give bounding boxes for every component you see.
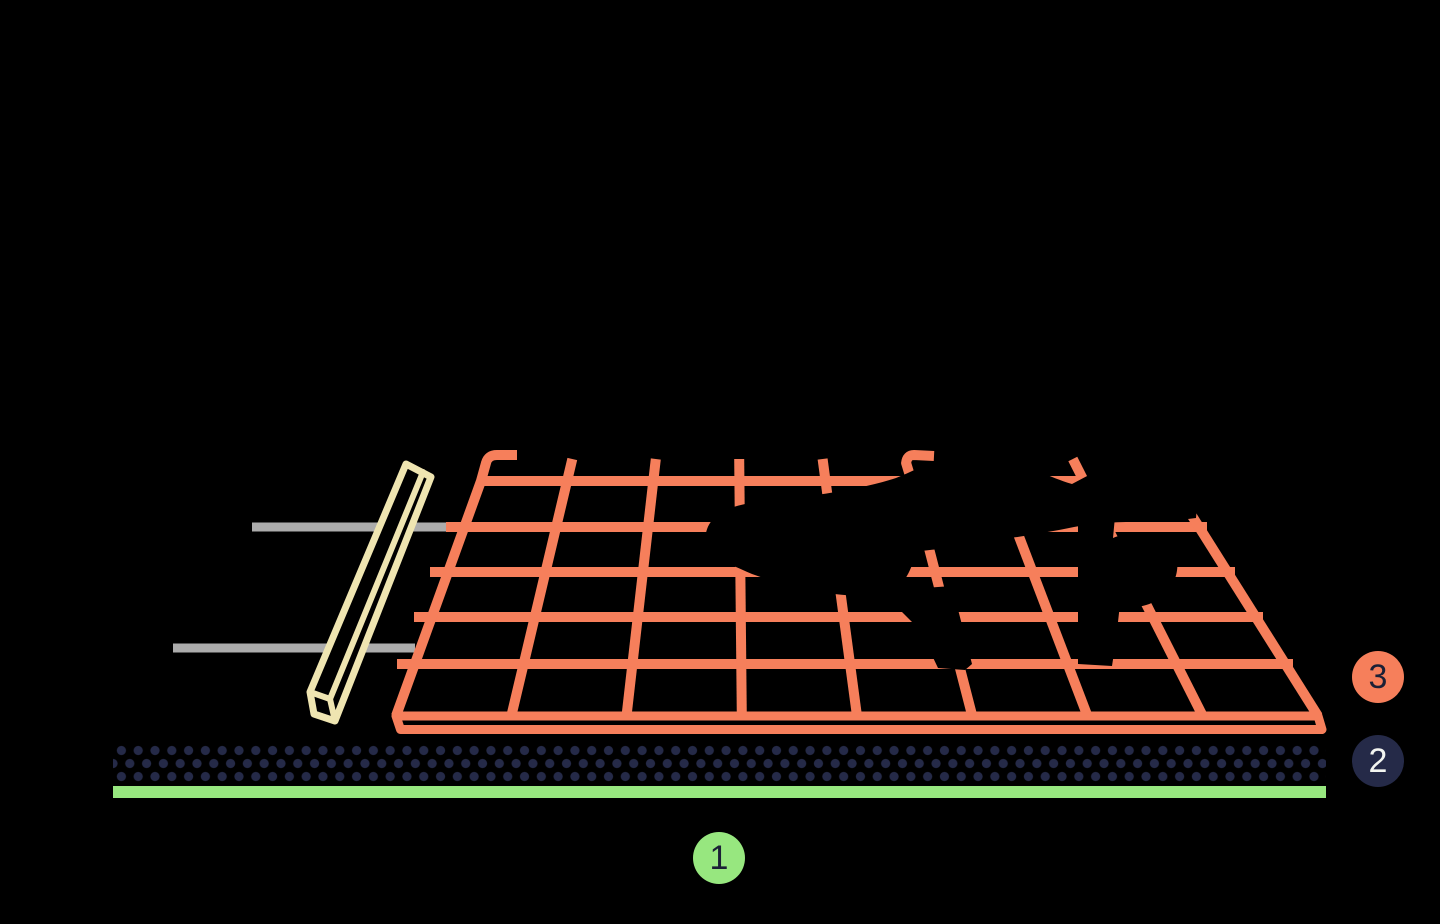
stake-end-face-top xyxy=(307,689,333,702)
animal-silhouette-legs xyxy=(896,586,972,670)
animal-silhouettes xyxy=(705,448,1202,670)
badge-base-layer: 2 xyxy=(1352,735,1404,787)
mesh-bottom-rail xyxy=(391,711,1327,734)
badge-mesh-layer: 3 xyxy=(1352,651,1404,703)
mesh-vertical-line xyxy=(621,458,661,717)
stake-end-face-side xyxy=(327,696,338,724)
mesh-vertical-line-hooked xyxy=(901,450,978,718)
support-wires xyxy=(173,522,462,653)
wooden-stake xyxy=(306,460,435,725)
stake-arris-edge xyxy=(327,469,426,702)
animal-silhouette-large xyxy=(705,448,1202,596)
badge-ground-layer: 1 xyxy=(693,832,745,884)
mesh-vertical-line xyxy=(506,457,578,718)
mesh-vertical-line-hooked xyxy=(391,450,517,718)
base-dots-layer xyxy=(113,744,1326,782)
ground-bar xyxy=(113,786,1326,798)
mesh-vertical-line xyxy=(734,458,747,717)
animal-silhouette-small xyxy=(1078,495,1178,666)
